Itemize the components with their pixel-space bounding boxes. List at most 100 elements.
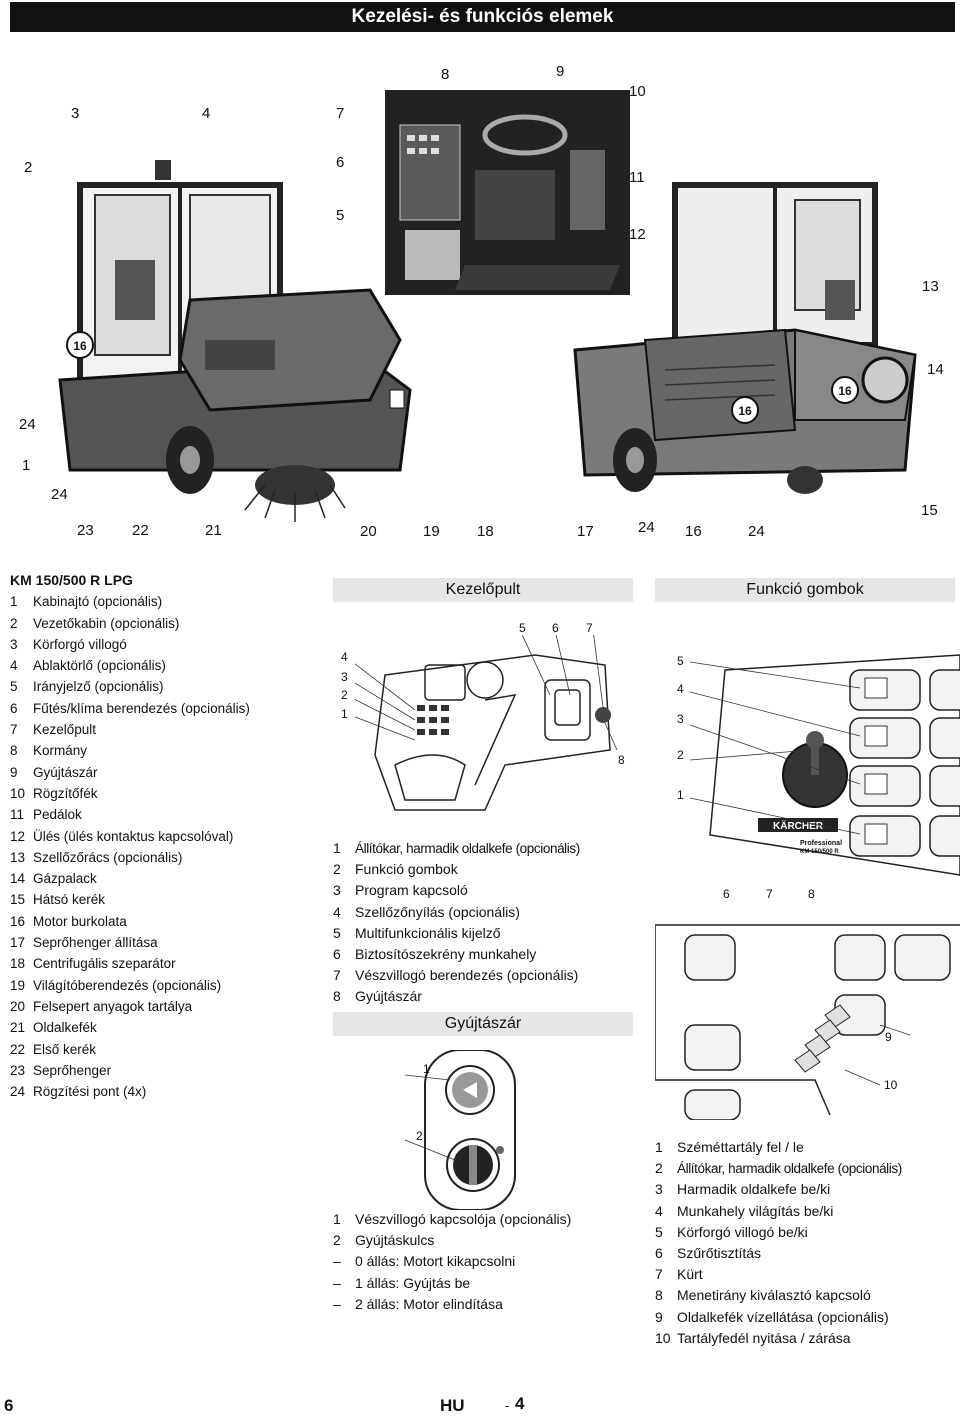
callout-3: 3	[71, 105, 80, 122]
callout-21: 21	[205, 522, 222, 539]
sweeper-rear-illustration: 16 16	[573, 182, 917, 494]
func-callout-8: 8	[808, 887, 815, 901]
svg-text:16: 16	[738, 404, 752, 418]
function-buttons-drawing: KÄRCHER Professional KM 150/500 R	[690, 654, 960, 876]
item-text: Rögzítőfék	[33, 785, 98, 801]
item-number: 10	[655, 1329, 671, 1346]
item-text: Gyújtászár	[33, 764, 98, 780]
item-number: 1	[333, 840, 341, 856]
section-heading-kezelopult: Kezelőpult	[333, 578, 633, 602]
item-number: 5	[10, 679, 18, 695]
item-text: Tartályfedél nyitása / zárása	[677, 1329, 851, 1346]
callout-24: 24	[638, 519, 655, 536]
item-text: Seprőhenger állítása	[33, 935, 158, 951]
func-callout-7: 7	[766, 887, 773, 901]
callout-20: 20	[360, 523, 377, 540]
item-number: 2	[655, 1160, 663, 1177]
callout-22: 22	[132, 522, 149, 539]
item-number: 1	[333, 1211, 341, 1227]
callout-5: 5	[336, 207, 345, 224]
language-code: HU	[440, 1396, 465, 1415]
item-number: 7	[655, 1266, 663, 1283]
func-callout-3: 3	[677, 712, 684, 726]
callout-24: 24	[748, 523, 765, 540]
item-number: 8	[655, 1287, 663, 1304]
item-text: Kabinajtó (opcionális)	[33, 594, 163, 610]
callout-6: 6	[336, 154, 345, 171]
ignition-callout-2: 2	[416, 1129, 423, 1143]
callout-13: 13	[922, 278, 939, 295]
brand-sub1: Professional	[800, 840, 842, 847]
item-text: Szellőzőnyílás (opcionális)	[355, 903, 520, 920]
item-number: 24	[10, 1084, 26, 1100]
list-item: –1 állás: Gyújtás be	[333, 1273, 653, 1294]
item-number: 4	[655, 1202, 663, 1219]
item-text: Oldalkefék vízellátása (opcionális)	[677, 1308, 889, 1325]
callout-24: 24	[51, 486, 68, 503]
svg-text:16: 16	[73, 339, 87, 353]
item-text: Vészvillogó kapcsolója (opcionális)	[355, 1211, 572, 1227]
item-number: 7	[333, 967, 341, 984]
callout-18: 18	[477, 523, 494, 540]
item-text: Centrifugális szeparátor	[33, 956, 176, 972]
item-text: Gyújtáskulcs	[355, 1232, 435, 1249]
callout-12: 12	[629, 226, 646, 243]
item-number: 3	[333, 882, 341, 899]
item-text: 0 állás: Motort kikapcsolni	[355, 1253, 516, 1270]
list-item: 6 Biztosítószekrény munkahely	[333, 944, 653, 965]
func-callout-10: 10	[884, 1078, 898, 1092]
item-number: 1	[655, 1139, 663, 1155]
item-text: Oldalkefék	[33, 1020, 97, 1036]
footer-separator: -	[505, 1398, 510, 1413]
item-text: Seprőhenger	[33, 1062, 112, 1078]
item-number: 23	[10, 1062, 26, 1078]
function-buttons-drawing-2	[655, 924, 960, 1120]
item-number: 17	[10, 935, 26, 951]
item-number: 10	[10, 785, 26, 801]
panel-callout-7: 7	[586, 621, 593, 635]
item-text: Biztosítószekrény munkahely	[355, 946, 537, 963]
list-item: 9 Oldalkefék vízellátása (opcionális)	[655, 1307, 955, 1328]
item-number: 11	[10, 807, 25, 823]
item-text: Multifunkcionális kijelző	[355, 924, 501, 941]
item-number: 3	[10, 636, 18, 652]
item-number: –	[333, 1274, 341, 1291]
item-number: 16	[10, 913, 26, 929]
item-text: 1 állás: Gyújtás be	[355, 1274, 471, 1291]
item-text: Első kerék	[33, 1041, 97, 1057]
list-item: 22 Első kerék	[10, 1039, 330, 1060]
item-text: Munkahely világítás be/ki	[677, 1202, 834, 1219]
item-number: 9	[655, 1308, 663, 1325]
control-panel-drawing	[355, 635, 618, 811]
model-name: KM 150/500 R LPG	[10, 572, 133, 588]
list-item: 4 Munkahely világítás be/ki	[655, 1201, 955, 1222]
panel-callout-3: 3	[341, 670, 348, 684]
item-text: Szűrőtisztítás	[677, 1245, 762, 1262]
item-number: 6	[333, 946, 341, 963]
item-number: 22	[10, 1041, 26, 1057]
panel-callout-2: 2	[341, 688, 348, 702]
callout-9: 9	[556, 63, 565, 80]
item-text: Funkció gombok	[355, 861, 458, 878]
